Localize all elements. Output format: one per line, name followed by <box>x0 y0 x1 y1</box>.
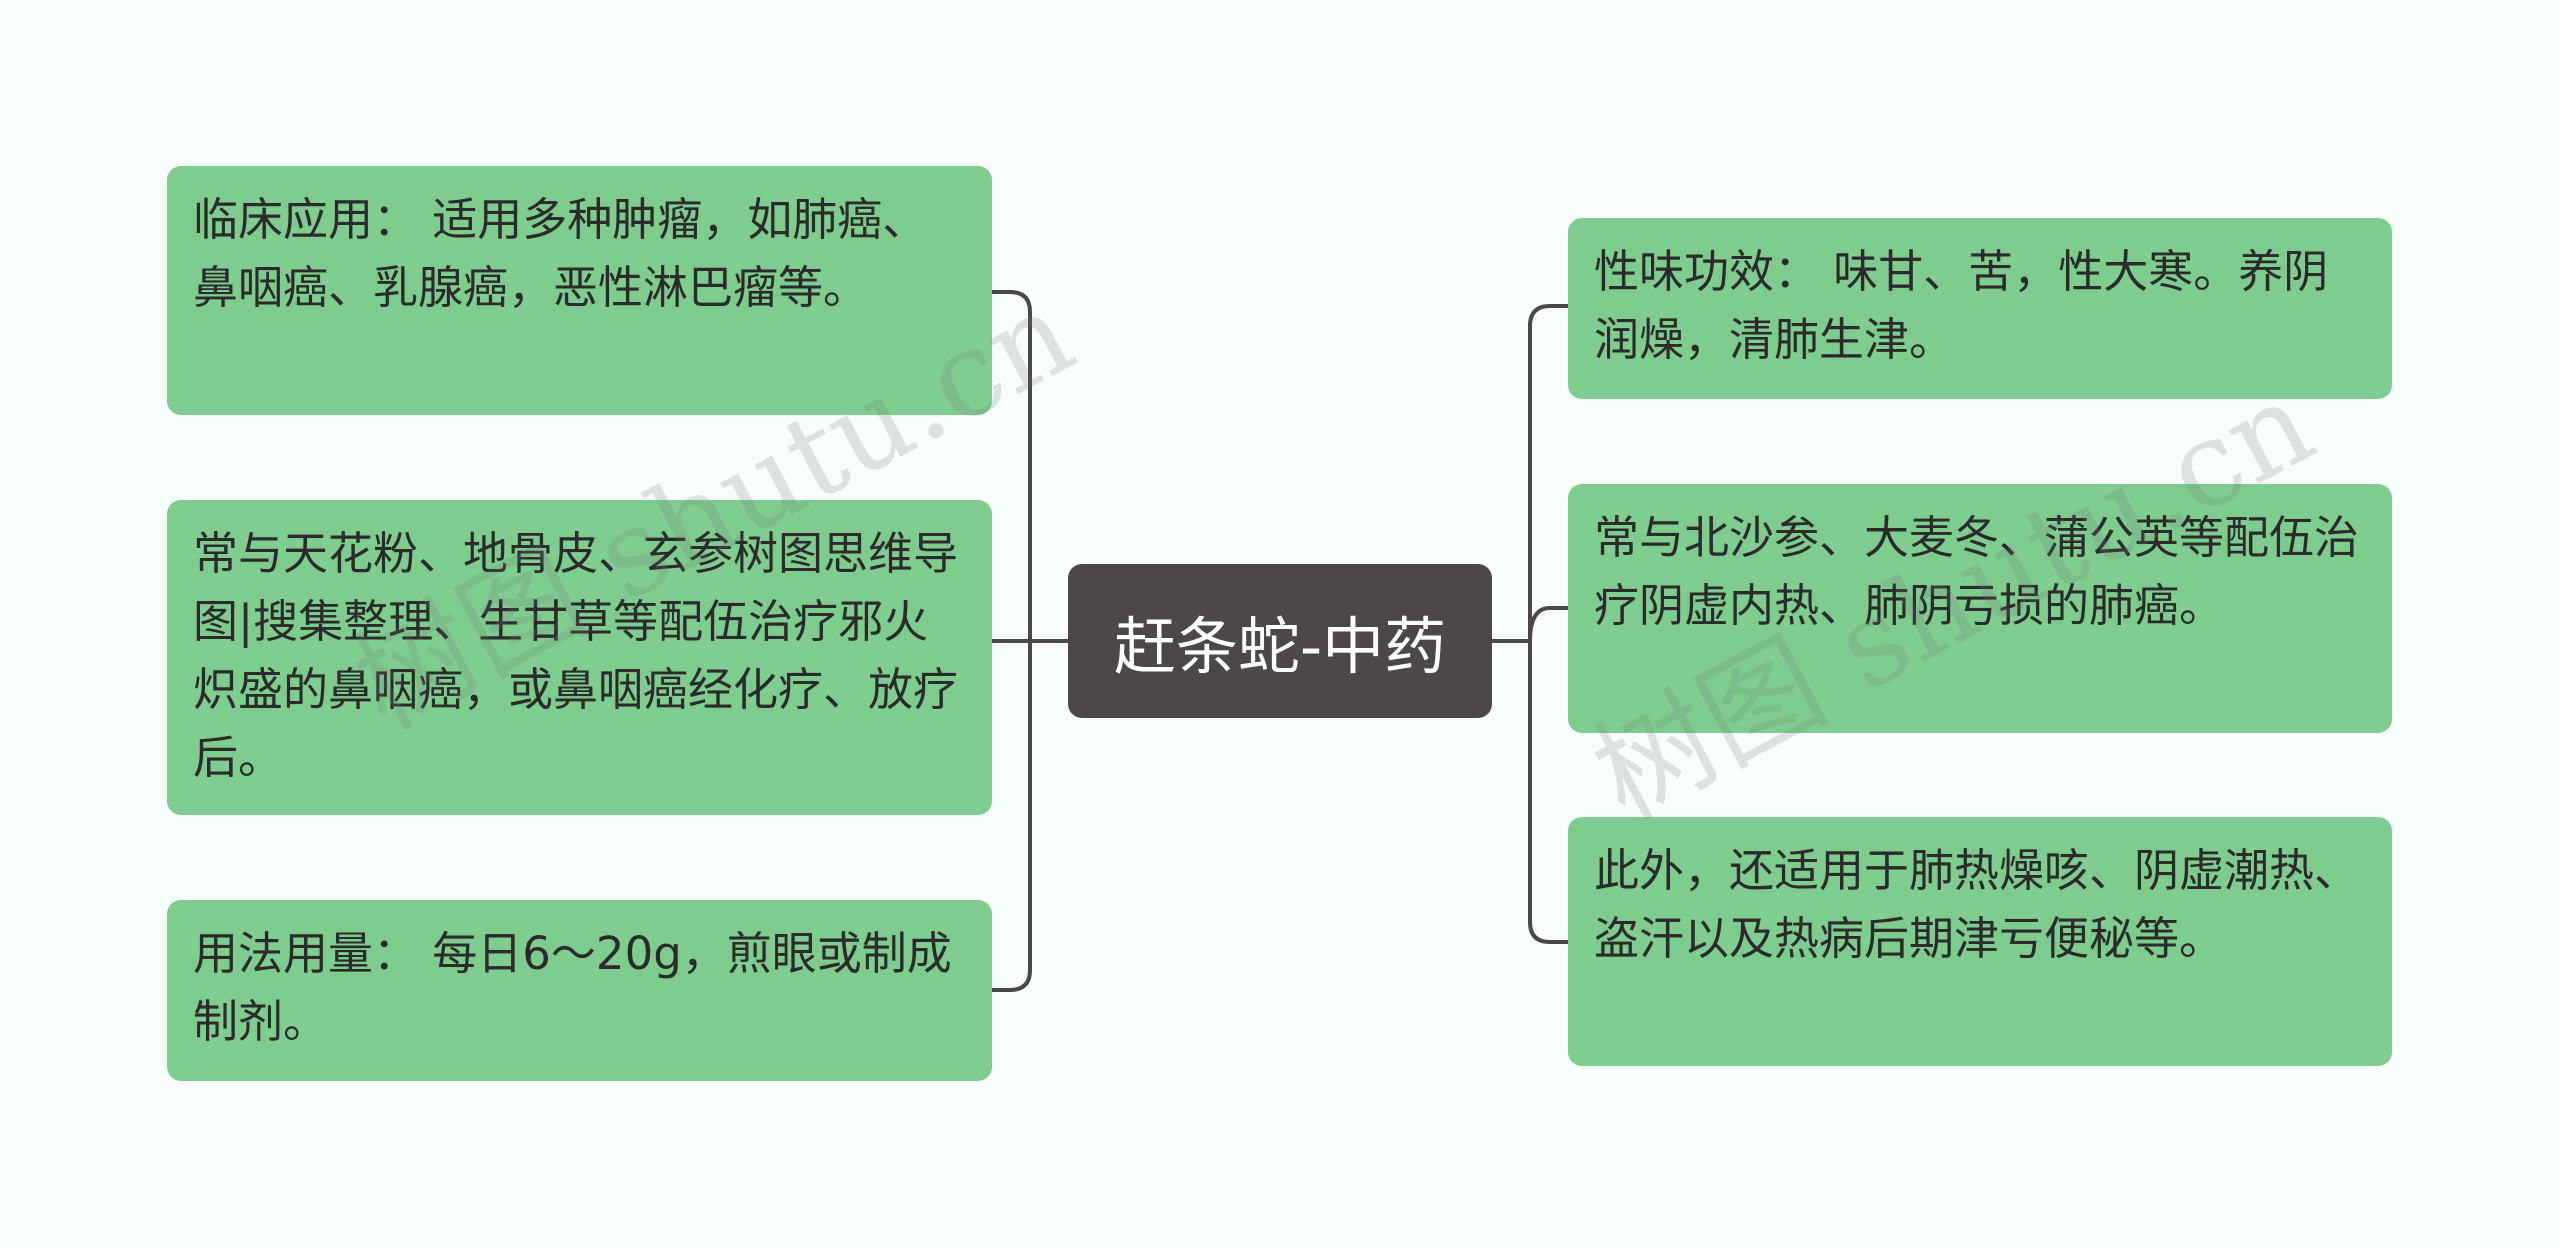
connector-right-3 <box>1528 639 1570 944</box>
topic-node-right-other-uses[interactable]: 此外，还适用于肺热燥咳、阴虚潮热、盗汗以及热病后期津亏便秘等。 <box>1568 817 2392 1066</box>
connector-left-1 <box>990 290 1032 643</box>
topic-text: 性味功效： 味甘、苦，性大寒。养阴润燥，清肺生津。 <box>1594 245 2329 366</box>
topic-node-left-dosage[interactable]: 用法用量： 每日6～20g，煎眼或制成制剂。 <box>167 900 992 1081</box>
topic-node-left-clinical-use[interactable]: 临床应用： 适用多种肿瘤，如肺癌、鼻咽癌、乳腺癌，恶性淋巴瘤等。 <box>167 166 992 415</box>
topic-node-right-lung-cancer[interactable]: 常与北沙参、大麦冬、蒲公英等配伍治疗阴虚内热、肺阴亏损的肺癌。 <box>1568 484 2392 733</box>
topic-text: 常与天花粉、地骨皮、玄参树图思维导图|搜集整理、生甘草等配伍治疗邪火炽盛的鼻咽癌… <box>193 527 959 784</box>
central-topic-title: 赶条蛇-中药 <box>1113 610 1447 683</box>
topic-text: 用法用量： 每日6～20g，煎眼或制成制剂。 <box>193 927 952 1048</box>
topic-node-right-properties[interactable]: 性味功效： 味甘、苦，性大寒。养阴润燥，清肺生津。 <box>1568 218 2392 399</box>
topic-text: 临床应用： 适用多种肿瘤，如肺癌、鼻咽癌、乳腺癌，恶性淋巴瘤等。 <box>193 193 928 314</box>
topic-text: 此外，还适用于肺热燥咳、阴虚潮热、盗汗以及热病后期津亏便秘等。 <box>1594 844 2360 965</box>
central-topic[interactable]: 赶条蛇-中药 <box>1068 564 1492 718</box>
connector-left-3 <box>990 639 1032 992</box>
topic-node-left-combination[interactable]: 常与天花粉、地骨皮、玄参树图思维导图|搜集整理、生甘草等配伍治疗邪火炽盛的鼻咽癌… <box>167 500 992 815</box>
connector-right-2 <box>1528 606 1570 643</box>
topic-text: 常与北沙参、大麦冬、蒲公英等配伍治疗阴虚内热、肺阴亏损的肺癌。 <box>1594 511 2360 632</box>
connector-right-1 <box>1528 304 1570 643</box>
